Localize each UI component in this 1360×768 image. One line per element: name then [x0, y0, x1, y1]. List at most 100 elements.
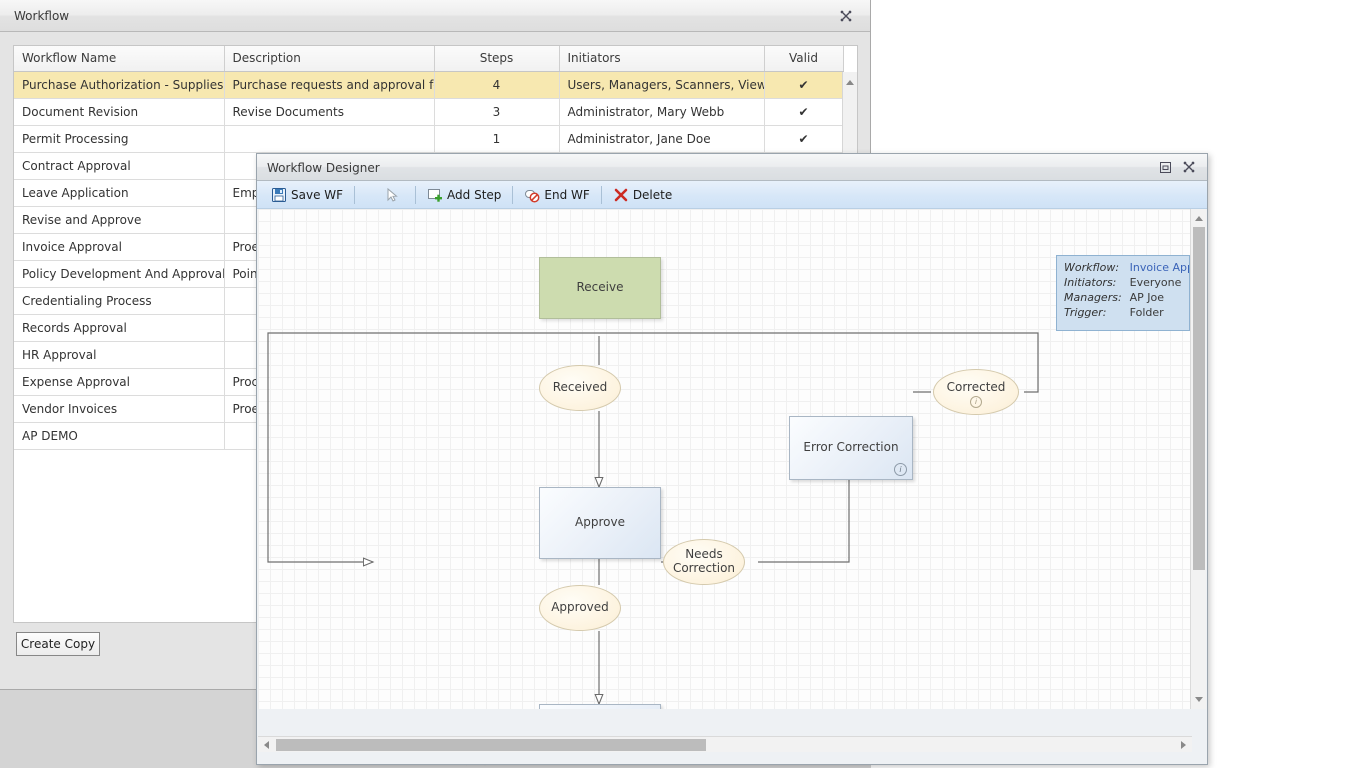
- node-label: Receive: [576, 280, 624, 295]
- toolbar-separator: [512, 185, 514, 204]
- diagram-edges: [267, 332, 1039, 706]
- node-pay[interactable]: Pay i: [539, 704, 661, 709]
- cell-workflow-name: Permit Processing: [14, 125, 225, 153]
- workflow-window-title: Workflow: [14, 9, 70, 23]
- info-icon[interactable]: i: [970, 396, 982, 408]
- designer-statusbar: [257, 752, 1207, 764]
- property-value: Everyone: [1129, 276, 1182, 289]
- cursor-arrow-icon: [384, 187, 400, 203]
- cell-workflow-name: Records Approval: [14, 314, 225, 342]
- toolbar-separator: [354, 185, 356, 204]
- add-step-button[interactable]: Add Step: [421, 182, 507, 208]
- cell-workflow-name: Policy Development And Approval: [14, 260, 225, 288]
- scrollbar-thumb[interactable]: [276, 739, 706, 751]
- workflow-properties-panel: Workflow: Invoice ApproInitiators: Everyon…: [1056, 255, 1190, 331]
- scroll-up-icon[interactable]: [846, 80, 854, 85]
- properties-table: Workflow: Invoice ApproInitiators: Everyon…: [1063, 260, 1189, 320]
- node-label: Needs Correction: [672, 547, 736, 575]
- property-key: Initiators:: [1064, 276, 1117, 289]
- property-value: Folder: [1129, 306, 1164, 319]
- cell-workflow-name: Expense Approval: [14, 368, 225, 396]
- workflow-window-titlebar: Workflow: [0, 0, 870, 32]
- end-wf-label: End WF: [544, 187, 590, 202]
- cell-steps: 4: [434, 71, 560, 99]
- column-header-workflow-name[interactable]: Workflow Name: [14, 46, 225, 72]
- save-wf-button[interactable]: Save WF: [265, 182, 349, 208]
- table-header-row: Workflow Name Description Steps Initiato…: [14, 46, 844, 72]
- save-wf-label: Save WF: [291, 187, 344, 202]
- cell-workflow-name: Invoice Approval: [14, 233, 225, 261]
- column-header-description[interactable]: Description: [224, 46, 435, 72]
- scroll-right-icon[interactable]: [1181, 741, 1186, 749]
- cell-workflow-name: Vendor Invoices: [14, 395, 225, 423]
- cell-workflow-name: Purchase Authorization - Supplies &: [14, 71, 225, 99]
- cell-initiators: Users, Managers, Scanners, Viewers: [559, 71, 765, 99]
- column-header-valid[interactable]: Valid: [764, 46, 844, 72]
- cell-workflow-name: Contract Approval: [14, 152, 225, 180]
- delete-label: Delete: [632, 187, 673, 202]
- node-error-correction[interactable]: Error Correction i: [789, 416, 913, 480]
- designer-toolbar: Save WF Add Step: [257, 181, 1207, 209]
- property-value: AP Joe: [1129, 291, 1165, 304]
- cell-workflow-name: AP DEMO: [14, 422, 225, 450]
- designer-titlebar: Workflow Designer: [257, 154, 1207, 181]
- column-header-initiators[interactable]: Initiators: [559, 46, 765, 72]
- property-key: Trigger:: [1064, 306, 1107, 319]
- cell-workflow-name: Revise and Approve: [14, 206, 225, 234]
- end-wf-icon: [524, 187, 540, 203]
- node-corrected[interactable]: Corrected i: [933, 369, 1019, 415]
- cell-workflow-name: Document Revision: [14, 98, 225, 126]
- property-value[interactable]: Invoice Appro: [1129, 261, 1189, 274]
- property-row: Initiators: Everyone: [1063, 275, 1189, 290]
- create-copy-button[interactable]: Create Copy: [16, 632, 100, 656]
- canvas-horizontal-scrollbar[interactable]: [258, 736, 1192, 752]
- info-icon[interactable]: i: [894, 463, 907, 476]
- property-row: Managers: AP Joe: [1063, 290, 1189, 305]
- cell-description: Purchase requests and approval for: [224, 71, 435, 99]
- designer-canvas[interactable]: Receive Received Approve Approved Pay i …: [258, 209, 1192, 709]
- scroll-up-icon[interactable]: [1195, 216, 1203, 221]
- add-step-icon: [427, 187, 443, 203]
- close-icon[interactable]: [830, 0, 862, 31]
- property-row: Trigger: Folder: [1063, 305, 1189, 320]
- node-label: Approved: [551, 600, 609, 615]
- add-step-label: Add Step: [447, 187, 502, 202]
- end-wf-button[interactable]: End WF: [518, 182, 595, 208]
- cell-valid: ✔: [764, 71, 844, 99]
- node-approve[interactable]: Approve: [539, 487, 661, 559]
- cell-description: Revise Documents: [224, 98, 435, 126]
- node-received[interactable]: Received: [539, 365, 621, 411]
- node-label: Approve: [575, 515, 625, 530]
- restore-icon[interactable]: [1154, 154, 1176, 180]
- canvas-vertical-scrollbar[interactable]: [1190, 209, 1206, 709]
- cell-initiators: Administrator, Mary Webb: [559, 98, 765, 126]
- cell-description: [224, 125, 435, 153]
- property-key: Managers:: [1064, 291, 1122, 304]
- workflow-designer-window: Workflow Designer: [256, 153, 1208, 765]
- save-icon: [271, 187, 287, 203]
- cell-initiators: Administrator, Jane Doe: [559, 125, 765, 153]
- node-receive[interactable]: Receive: [539, 257, 661, 319]
- cell-valid: ✔: [764, 125, 844, 153]
- toolbar-separator: [600, 185, 602, 204]
- pointer-tool-button[interactable]: [378, 182, 410, 208]
- node-label: Error Correction: [803, 440, 899, 455]
- property-key: Workflow:: [1064, 261, 1120, 274]
- node-label: Received: [552, 380, 608, 395]
- property-row: Workflow: Invoice Appro: [1063, 260, 1189, 275]
- scroll-left-icon[interactable]: [264, 741, 269, 749]
- node-needs-correction[interactable]: Needs Correction: [663, 539, 745, 585]
- scroll-down-icon[interactable]: [1195, 697, 1203, 702]
- node-approved[interactable]: Approved: [539, 585, 621, 631]
- column-header-steps[interactable]: Steps: [434, 46, 560, 72]
- delete-x-icon: [613, 187, 629, 203]
- delete-button[interactable]: Delete: [607, 182, 678, 208]
- table-row[interactable]: Purchase Authorization - Supplies &Purch…: [14, 71, 844, 99]
- close-icon[interactable]: [1178, 154, 1200, 180]
- scrollbar-thumb[interactable]: [1193, 227, 1205, 570]
- cell-steps: 3: [434, 98, 560, 126]
- node-label: Corrected: [946, 380, 1006, 395]
- cell-workflow-name: Credentialing Process: [14, 287, 225, 315]
